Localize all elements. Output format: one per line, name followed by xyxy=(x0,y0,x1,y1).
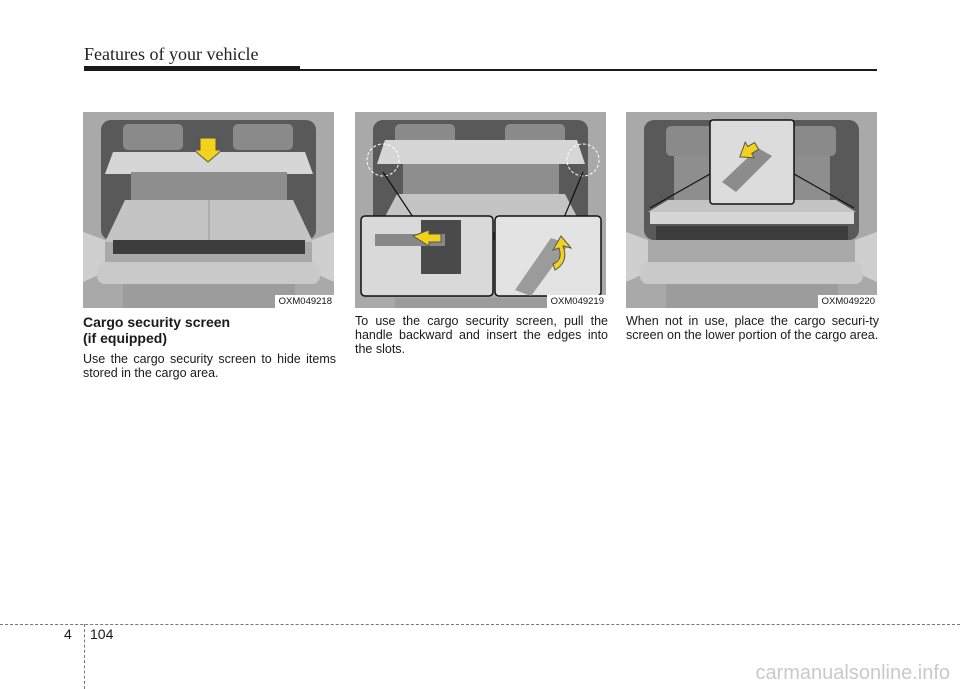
text-column-3: When not in use, place the cargo securi-… xyxy=(626,314,879,342)
chapter-number: 4 xyxy=(64,626,72,642)
section-heading: Cargo security screen (if equipped) xyxy=(83,314,231,346)
curved-arrow-icon xyxy=(551,235,573,271)
header-rule xyxy=(84,69,877,71)
body-paragraph: Use the cargo security screen to hide it… xyxy=(83,352,336,380)
cargo-screen-figure-1: OXM049218 xyxy=(83,112,334,308)
cargo-screen-stowed-illustration xyxy=(626,112,877,308)
page-number: 104 xyxy=(90,626,114,642)
watermark: carmanualsonline.info xyxy=(755,662,950,684)
body-paragraph: When not in use, place the cargo securi-… xyxy=(626,314,879,342)
down-arrow-icon xyxy=(192,137,224,163)
figure-code: OXM049219 xyxy=(546,295,606,308)
cargo-screen-install-illustration xyxy=(355,112,606,308)
header-rule-accent xyxy=(84,66,300,71)
left-arrow-icon xyxy=(411,229,442,247)
cargo-screen-figure-3: OXM049220 xyxy=(626,112,877,308)
body-paragraph: To use the cargo security screen, pull t… xyxy=(355,314,608,356)
figure-code: OXM049220 xyxy=(817,295,877,308)
text-column-1: Cargo security screen (if equipped) Use … xyxy=(83,314,336,380)
figure-code: OXM049218 xyxy=(274,295,334,308)
section-title: Features of your vehicle xyxy=(84,44,259,64)
footer-divider xyxy=(84,624,85,689)
text-column-2: To use the cargo security screen, pull t… xyxy=(355,314,608,356)
arrow-icon xyxy=(739,141,760,159)
footer-rule xyxy=(0,624,960,625)
cargo-area-illustration xyxy=(83,112,334,308)
cargo-screen-figure-2: OXM049219 xyxy=(355,112,606,308)
